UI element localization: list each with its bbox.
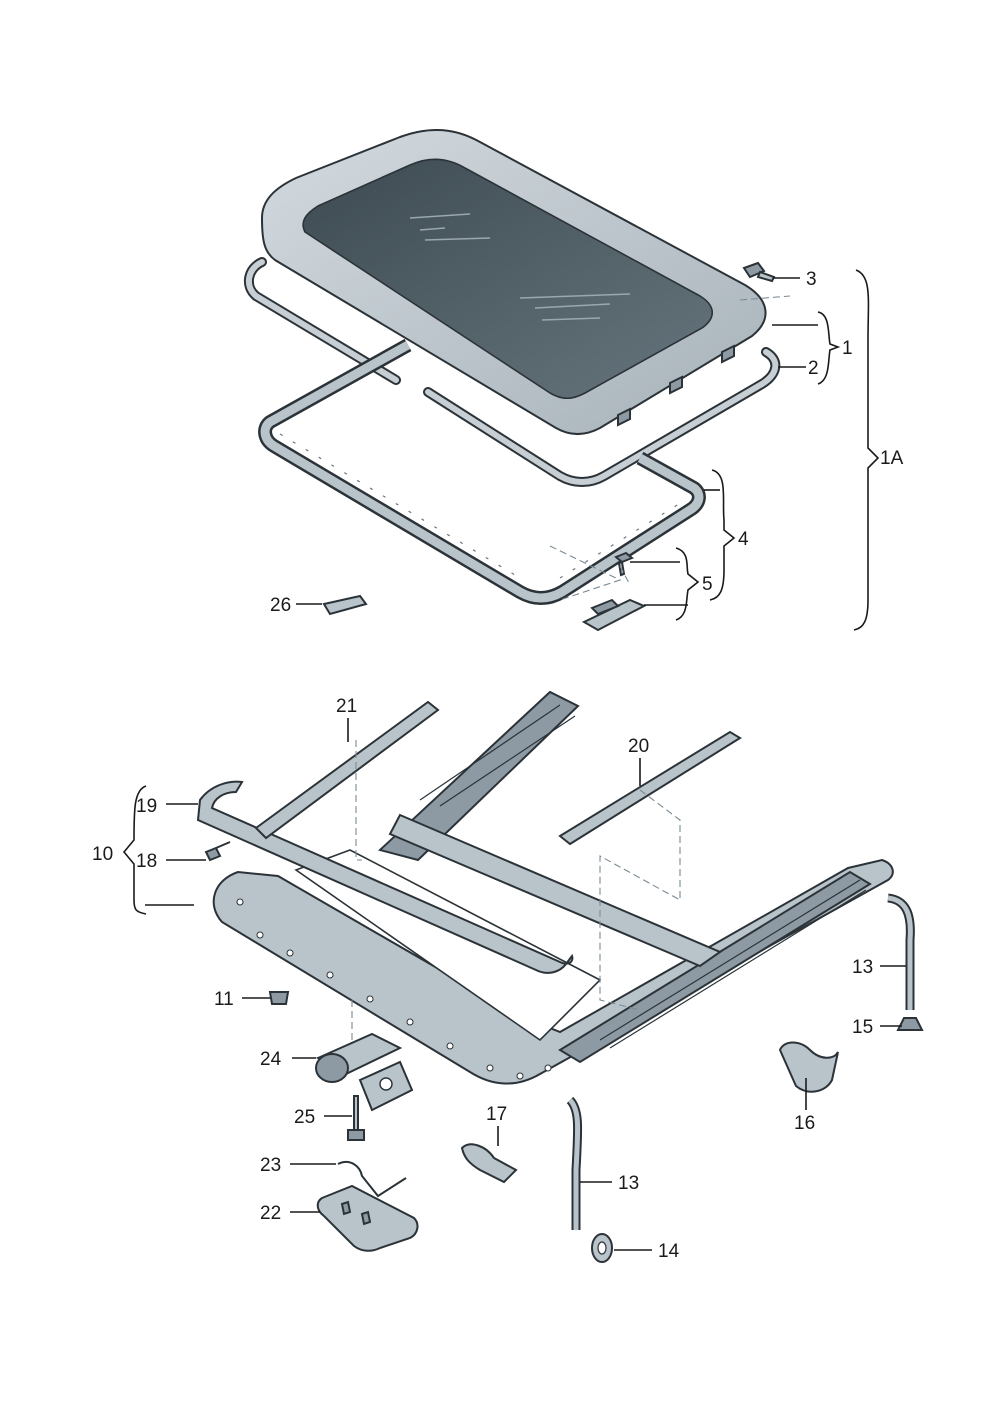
label-17: 17	[486, 1104, 507, 1125]
guide-screw-and-slide	[581, 551, 647, 632]
cover-22-and-bracket-23	[316, 1160, 419, 1252]
drain-hoses	[566, 893, 924, 1263]
label-18: 18	[136, 851, 157, 872]
label-2: 2	[808, 358, 819, 379]
panel-seal	[243, 257, 781, 487]
label-11: 11	[214, 989, 234, 1010]
label-22: 22	[260, 1203, 281, 1224]
label-13-lower: 13	[618, 1173, 639, 1194]
sensor-plug-18	[204, 841, 231, 862]
label-15: 15	[852, 1017, 873, 1038]
part-labels: 3 1 2 1A 4 5 26 21 20 19 10 18 13 11 15 …	[92, 269, 904, 1262]
label-24: 24	[260, 1049, 282, 1070]
bolt-3	[742, 261, 776, 283]
hose-clip-16	[778, 1041, 839, 1093]
label-5: 5	[702, 574, 713, 595]
label-23: 23	[260, 1155, 281, 1176]
label-19: 19	[136, 796, 157, 817]
sunroof-frame	[212, 690, 894, 1085]
label-14: 14	[658, 1241, 680, 1262]
label-20: 20	[628, 736, 649, 757]
guide-strip-20	[558, 730, 742, 846]
bolt-25	[347, 1095, 365, 1141]
label-13-right: 13	[852, 957, 873, 978]
label-26: 26	[270, 595, 291, 616]
clip-26	[322, 594, 368, 616]
seal-frame	[258, 338, 706, 605]
label-3: 3	[806, 269, 817, 290]
drive-motor-24	[315, 1032, 414, 1112]
clip-17	[460, 1143, 518, 1184]
leader-lines	[122, 269, 906, 1251]
label-10: 10	[92, 844, 113, 865]
glass-panel	[260, 128, 767, 435]
label-1A: 1A	[880, 448, 904, 469]
label-21: 21	[336, 696, 357, 717]
label-4: 4	[738, 529, 749, 550]
grommet-11	[268, 991, 290, 1005]
label-1: 1	[842, 338, 853, 359]
label-16: 16	[794, 1113, 815, 1134]
label-25: 25	[294, 1107, 315, 1128]
guide-strip-21	[254, 700, 440, 840]
front-seal-19	[196, 780, 574, 974]
